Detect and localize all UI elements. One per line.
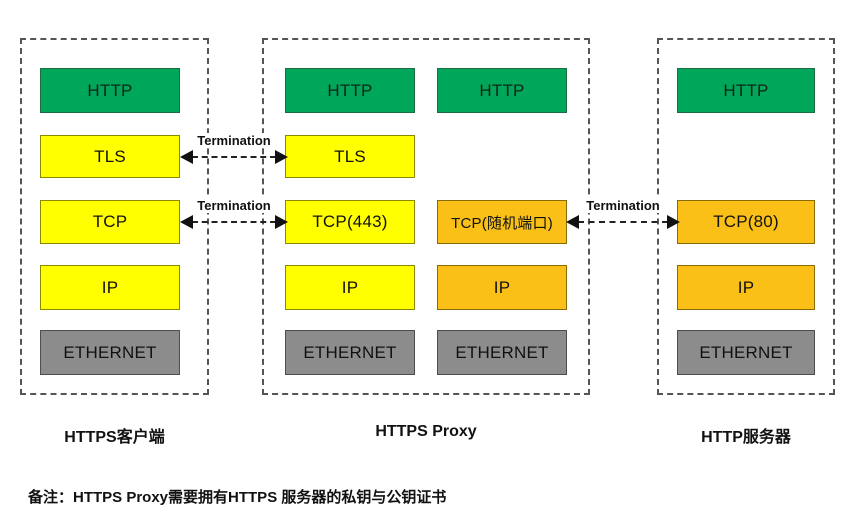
zone-https-proxy xyxy=(262,38,590,395)
client-layer-ip: IP xyxy=(40,265,180,310)
connector-line xyxy=(192,221,276,223)
server-layer-http: HTTP xyxy=(677,68,815,113)
server-layer-ip: IP xyxy=(677,265,815,310)
connector-label: Termination xyxy=(585,198,661,213)
caption-http-server: HTTP服务器 xyxy=(701,429,791,446)
arrow-right-icon xyxy=(275,150,288,164)
connector-tcp-termination: Termination xyxy=(180,198,288,229)
connector-server-termination: Termination xyxy=(566,198,680,229)
proxy-right-layer-tcp: TCP(随机端口) xyxy=(437,200,567,244)
connector-tls-termination: Termination xyxy=(180,133,288,164)
proxy-left-layer-tcp: TCP(443) xyxy=(285,200,415,244)
connector-label: Termination xyxy=(196,133,272,148)
connector-line xyxy=(578,221,668,223)
zone-http-server xyxy=(657,38,835,395)
arrow-left-icon xyxy=(180,150,193,164)
proxy-left-layer-http: HTTP xyxy=(285,68,415,113)
proxy-right-layer-ip: IP xyxy=(437,265,567,310)
arrow-left-icon xyxy=(180,215,193,229)
proxy-right-layer-ethernet: ETHERNET xyxy=(437,330,567,375)
caption-https-client: HTTPS客户端 xyxy=(64,429,165,446)
proxy-right-layer-http: HTTP xyxy=(437,68,567,113)
arrow-right-icon xyxy=(667,215,680,229)
client-layer-tls: TLS xyxy=(40,135,180,178)
footer-note: 备注：HTTPS Proxy需要拥有HTTPS 服务器的私钥与公钥证书 xyxy=(28,489,447,506)
caption-https-proxy: HTTPS Proxy xyxy=(375,423,477,440)
server-layer-ethernet: ETHERNET xyxy=(677,330,815,375)
zone-https-client xyxy=(20,38,209,395)
connector-line xyxy=(192,156,276,158)
client-layer-http: HTTP xyxy=(40,68,180,113)
arrow-right-icon xyxy=(275,215,288,229)
proxy-left-layer-tls: TLS xyxy=(285,135,415,178)
connector-label: Termination xyxy=(196,198,272,213)
server-layer-tcp: TCP(80) xyxy=(677,200,815,244)
client-layer-tcp: TCP xyxy=(40,200,180,244)
client-layer-ethernet: ETHERNET xyxy=(40,330,180,375)
arrow-left-icon xyxy=(566,215,579,229)
proxy-left-layer-ethernet: ETHERNET xyxy=(285,330,415,375)
proxy-left-layer-ip: IP xyxy=(285,265,415,310)
